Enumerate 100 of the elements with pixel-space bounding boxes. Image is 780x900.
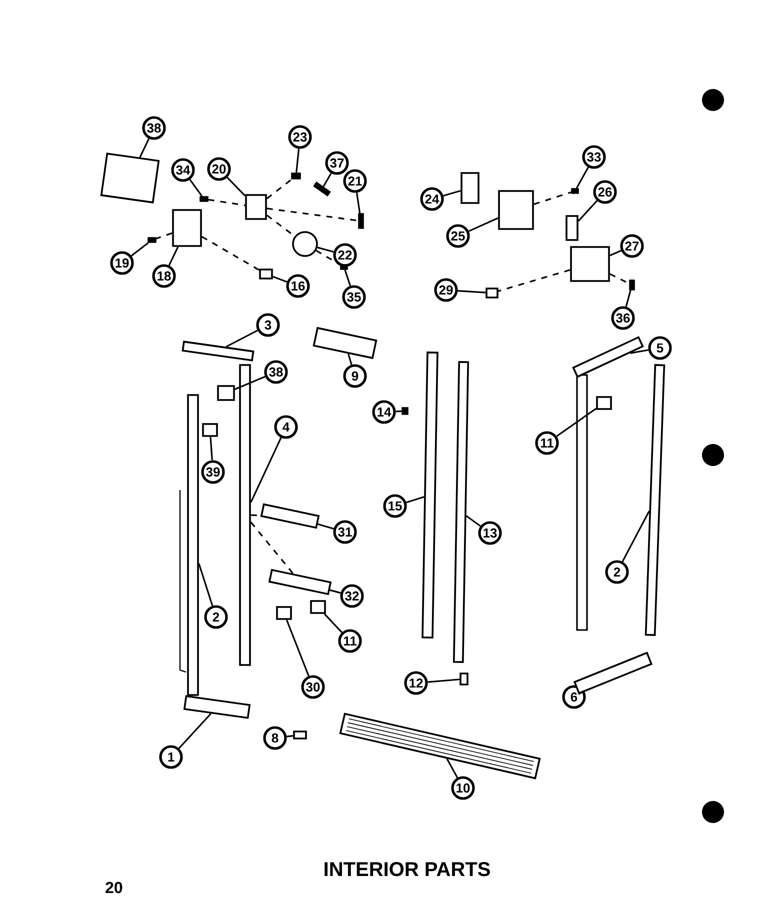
leader-line (178, 713, 212, 749)
assembly-line (266, 208, 358, 222)
leader-line (458, 290, 486, 294)
callout-number: 31 (333, 520, 357, 544)
callout-number: 2 (204, 605, 228, 629)
leader-line (324, 613, 342, 633)
callout-number: 30 (301, 675, 325, 699)
part-drawing (172, 209, 202, 247)
callout-number: 29 (434, 278, 458, 302)
callout-number: 32 (340, 584, 364, 608)
leader-line (396, 410, 402, 412)
callout-number: 21 (343, 169, 367, 193)
callout-number: 3 (256, 313, 280, 337)
leader-line (578, 200, 598, 222)
part-drawing (148, 237, 156, 243)
part-drawing (259, 268, 273, 280)
leader-line (168, 246, 179, 266)
assembly-line (610, 273, 630, 284)
callout-number: 26 (593, 180, 617, 204)
leader-line (226, 176, 246, 196)
leader-line (576, 166, 589, 188)
leader-line (139, 138, 150, 158)
callout-number: 2 (605, 560, 629, 584)
leader-line (348, 354, 352, 365)
part-drawing (498, 190, 534, 230)
leader-line (610, 250, 622, 256)
leader-line (344, 270, 352, 286)
assembly-line (498, 269, 570, 292)
leader-line (317, 246, 334, 253)
leader-line (622, 510, 650, 562)
part-drawing (292, 231, 318, 257)
caption: INTERIOR PARTS (324, 862, 490, 876)
callout-number: 38 (264, 360, 288, 384)
leader-line (272, 276, 288, 283)
callout-number: 27 (620, 234, 644, 258)
part-drawing (182, 340, 254, 362)
callout-number: 25 (446, 224, 470, 248)
part-drawing (291, 172, 301, 180)
part-drawing (310, 600, 326, 614)
part-drawing (460, 672, 468, 686)
assembly-line (266, 178, 292, 200)
part-drawing (570, 246, 610, 282)
callout-number: 33 (582, 145, 606, 169)
part-drawing (217, 385, 235, 401)
callout-number: 11 (338, 629, 362, 653)
leader-line (296, 148, 300, 173)
part-drawing (245, 194, 267, 220)
callout-number: 24 (420, 187, 444, 211)
part-drawing (572, 336, 644, 378)
callout-number: 22 (333, 243, 357, 267)
part-drawing (452, 361, 470, 663)
callout-number: 18 (152, 264, 176, 288)
leader-line (428, 678, 460, 683)
part-drawing (100, 152, 160, 204)
leader-line (406, 496, 424, 504)
part-drawing (566, 215, 578, 241)
leader-line (630, 349, 649, 354)
leader-line (356, 192, 361, 214)
leader-line (189, 179, 203, 197)
leader-line (286, 735, 294, 738)
part-drawing (596, 396, 612, 410)
part-drawing (313, 182, 331, 196)
leader-line (210, 436, 213, 460)
leader-line (250, 437, 282, 503)
part-drawing (358, 213, 364, 229)
callout-number: 8 (263, 726, 287, 750)
leader-line (130, 242, 149, 256)
part-drawing (402, 407, 408, 415)
part-drawing (260, 503, 320, 529)
page-number: 20 (106, 882, 122, 894)
leader-line (556, 408, 597, 437)
assembly-line (156, 232, 172, 240)
part-drawing (486, 288, 498, 298)
leader-line (446, 758, 458, 778)
leader-line (226, 330, 258, 348)
callout-number: 1 (159, 745, 183, 769)
part-drawing (293, 730, 307, 740)
part-drawing (629, 280, 635, 290)
callout-number: 36 (611, 306, 635, 330)
callout-number: 4 (274, 415, 298, 439)
callout-number: 19 (110, 251, 134, 275)
assembly-line (208, 198, 246, 206)
part-drawing (239, 364, 251, 666)
callout-number: 16 (286, 274, 310, 298)
callout-number: 35 (342, 285, 366, 309)
leader-line (318, 523, 334, 530)
callout-number: 11 (535, 431, 559, 455)
callout-number: 34 (171, 158, 195, 182)
leader-line (286, 620, 310, 676)
leader-line (468, 217, 498, 232)
part-drawing (339, 712, 541, 780)
callout-number: 23 (288, 125, 312, 149)
leader-line (578, 690, 584, 695)
callout-number: 39 (201, 460, 225, 484)
callout-number: 37 (325, 151, 349, 175)
callout-number: 9 (343, 364, 367, 388)
part-drawing (202, 423, 218, 437)
callout-number: 10 (451, 776, 475, 800)
callout-number: 12 (404, 671, 428, 695)
part-drawing (276, 606, 292, 620)
